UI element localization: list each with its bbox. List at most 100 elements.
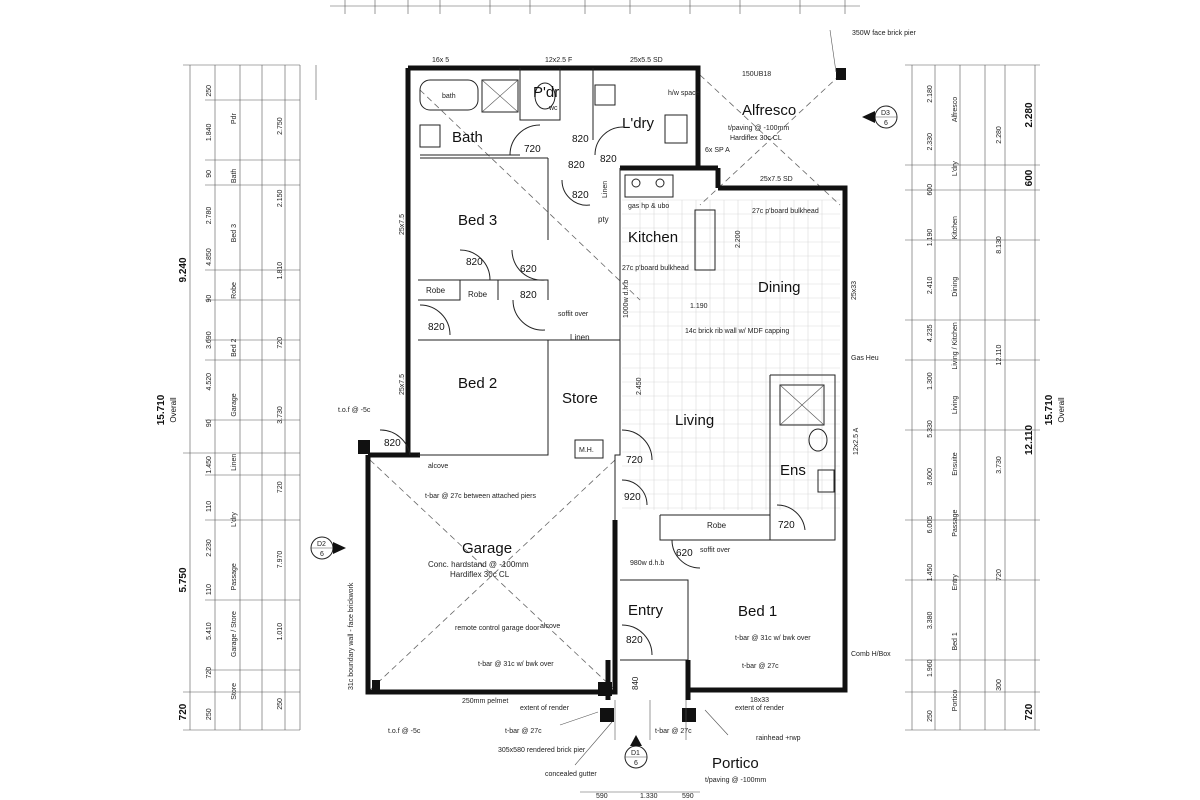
left-dim-720: 720: [178, 703, 189, 720]
callout-d3-top: D3: [881, 110, 890, 117]
note-tof-top: t.o.f @ -5c: [338, 407, 371, 414]
note-sd-ensuite: 12x2.5 A: [853, 427, 860, 455]
note-tbar-27c-bed1: t-bar @ 27c: [742, 663, 779, 670]
note-kitchen-bulkhead: 27c p'board bulkhead: [622, 265, 689, 272]
dimension-text: Alfresco: [952, 97, 959, 122]
note-soffit-over: soffit over: [558, 311, 589, 318]
dimension-text: 250: [206, 85, 213, 97]
note-dim-2200: 2.200: [735, 230, 742, 248]
sink-icon: [694, 209, 716, 271]
dimension-text: 720: [206, 667, 213, 679]
note-tbar-garage: t-bar @ 31c w/ bwk over: [478, 661, 554, 668]
room-labels: Bath P'dr L'dry Alfresco Bed 3 Kitchen D…: [426, 84, 806, 772]
cooktop-icon: [624, 174, 674, 198]
note-tbar-31c-bed1: t-bar @ 31c w/ bwk over: [735, 635, 811, 642]
note-sd-top3: 25x5.5 SD: [630, 57, 663, 64]
right-dim-12110: 12.110: [1024, 425, 1035, 455]
section-callout-d2: D2 6: [310, 536, 346, 560]
dimension-text: Living: [952, 396, 959, 414]
section-callout-d3: D3 6: [862, 105, 898, 129]
left-overall-dim: 15.710: [156, 394, 167, 425]
dimension-text: 1.960: [927, 659, 934, 677]
dimension-text: Store: [231, 683, 238, 700]
note-boundary-wall: 31c boundary wall - face brickwork: [348, 582, 355, 690]
dimension-text: 4.850: [206, 248, 213, 266]
room-living: Living: [675, 412, 714, 429]
door-size-label: 820: [428, 322, 445, 333]
dimension-text: 3.690: [206, 331, 213, 349]
room-bed2: Bed 2: [458, 375, 497, 392]
dimension-text: Ensuite: [952, 452, 959, 475]
door-size-label: 820: [572, 190, 589, 201]
room-ensuite: Ens: [780, 462, 806, 479]
bath-fixture-label: bath: [442, 93, 456, 100]
fixtures: bath: [419, 79, 835, 493]
note-tbar-27c-right: t-bar @ 27c: [655, 728, 692, 735]
note-tbar-27c-left: t-bar @ 27c: [505, 728, 542, 735]
dimension-text: Passage: [952, 509, 959, 536]
callout-d1-bottom: 6: [634, 760, 638, 767]
room-bed3: Bed 3: [458, 212, 497, 229]
dimension-text: Entry: [952, 574, 959, 591]
dimension-text: Portico: [952, 689, 959, 711]
dimension-text: 250: [927, 710, 934, 722]
callout-d2-top: D2: [317, 541, 326, 548]
dimension-text: 90: [206, 295, 213, 303]
room-robe-b: Robe: [468, 290, 488, 299]
toilet-icon: [534, 82, 556, 110]
dimension-text: Bed 1: [952, 632, 959, 650]
note-concealed-gutter: concealed gutter: [545, 771, 597, 778]
dimension-text: 1.810: [277, 262, 284, 280]
room-store: Store: [562, 390, 598, 407]
dimension-text: Living / Kitchen: [952, 322, 959, 370]
dimension-text: 12.110: [996, 344, 1003, 365]
callout-d1-top: D1: [631, 750, 640, 757]
dimension-text: 1.840: [206, 123, 213, 141]
dimension-text: 5.410: [206, 622, 213, 640]
left-dim-5750: 5.750: [178, 567, 189, 592]
note-sd-lintel: 150UB18: [742, 71, 771, 78]
dimension-text: 90: [206, 170, 213, 178]
note-alcove: alcove: [428, 463, 448, 470]
note-dim-1190: 1.190: [690, 303, 708, 310]
dimension-text: 1.300: [927, 372, 934, 390]
note-door-980: 980w d.h.b: [630, 560, 664, 567]
ensuite-basin-icon: [817, 469, 835, 493]
vanity-icon: [419, 124, 441, 148]
right-dimensions: 15.710 Overall 2.280 600 12.110 720 2.18…: [905, 64, 1066, 731]
room-robe-bed1: Robe: [707, 521, 727, 530]
door-size-label: 820: [626, 635, 643, 646]
basin-icon: [594, 84, 616, 106]
note-dining-bulkhead: 27c p'board bulkhead: [752, 208, 819, 215]
left-dim-chain-a: 2501.840902.7804.850903.6904.520901.4501…: [206, 85, 213, 720]
right-dim-720: 720: [1024, 703, 1035, 720]
dimension-text: 720: [277, 337, 284, 349]
dimension-text: 3.380: [927, 611, 934, 629]
trough-icon: [664, 114, 688, 144]
note-hw-space: h/w space: [668, 90, 700, 97]
door-swings: [379, 124, 806, 656]
meter-box-label: M.H.: [579, 447, 594, 454]
right-dim-600: 600: [1024, 169, 1035, 186]
dimension-text: 3.730: [277, 406, 284, 424]
note-sd-dining: 25x7.5 SD: [760, 176, 793, 183]
dimension-text: Linen: [231, 454, 238, 471]
dimension-text: 2.750: [277, 117, 284, 135]
ensuite-toilet-icon: [808, 428, 828, 452]
door-labels: 8207208208206208208208208207209206208207…: [384, 134, 795, 646]
note-gas-heu: Gas Heu: [851, 355, 879, 362]
dimension-text: 1.010: [277, 623, 284, 641]
note-pelmet: 250mm pelmet: [462, 698, 508, 705]
note-sp-a: 6x SP A: [705, 147, 730, 154]
dimension-text: 250: [206, 708, 213, 720]
door-size-label: 820: [572, 134, 589, 145]
note-tof-bottom: t.o.f @ -5c: [388, 728, 421, 735]
dimension-text: 1.450: [206, 456, 213, 474]
room-kitchen: Kitchen: [628, 229, 678, 246]
dimension-text: L'dry: [952, 161, 959, 176]
dimension-text: 4.520: [206, 373, 213, 391]
